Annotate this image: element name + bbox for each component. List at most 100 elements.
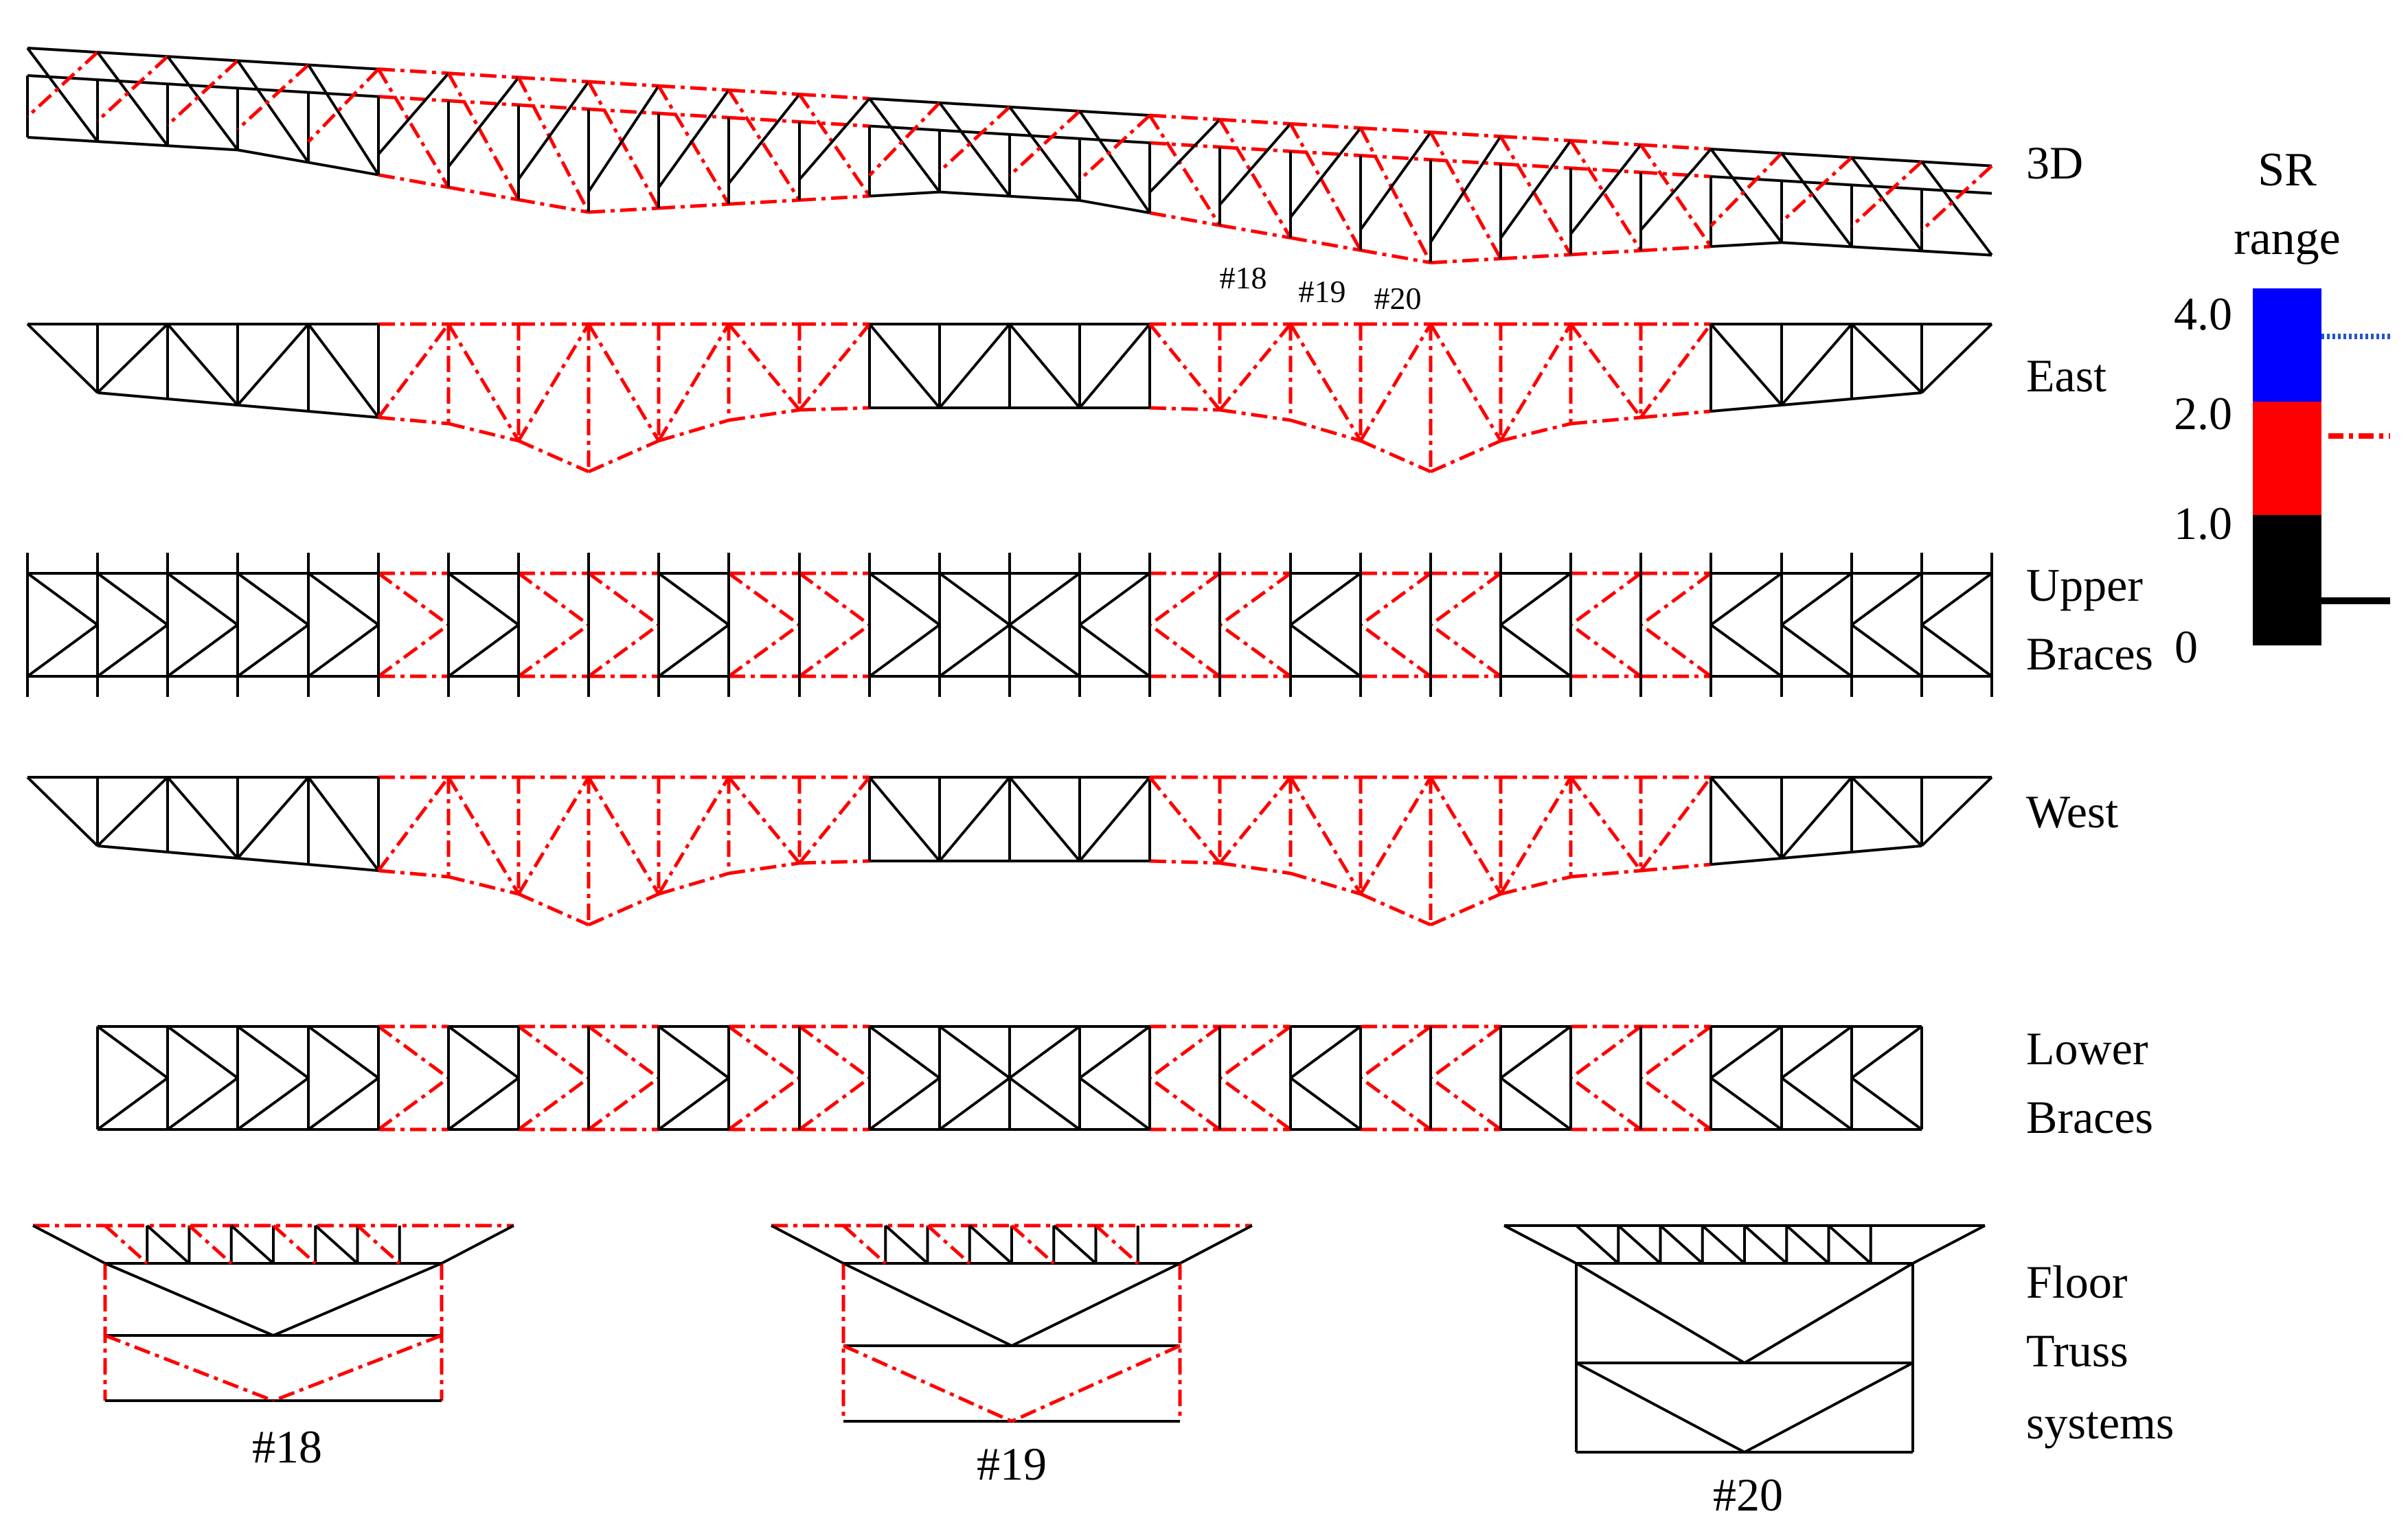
lower-brace (1078, 1077, 1151, 1131)
west-diagonal (1780, 776, 1853, 860)
3d-diagonal (446, 72, 521, 201)
upper-brace (1008, 623, 1081, 678)
west-diagonal (1639, 776, 1712, 872)
label-lower-braces-line1: Lower (2026, 1022, 2148, 1075)
upper-brace (166, 623, 239, 678)
3d-top-chord-far (27, 47, 98, 54)
upper-brace (1148, 571, 1221, 627)
3d-diagonal (1148, 118, 1221, 194)
east-diagonal (727, 323, 801, 411)
lower-brace (868, 1025, 941, 1079)
3d-diagonal (1499, 139, 1572, 239)
3d-bottom-chord (308, 161, 379, 176)
caption-section-20: #20 (1713, 1469, 1783, 1521)
3d-diagonal (1078, 110, 1151, 214)
west-bottom-chord (1290, 871, 1361, 896)
3d-top-chord-far (237, 59, 309, 67)
3d-diagonal (938, 102, 1011, 197)
label-floor-truss-line3: systems (2026, 1397, 2174, 1449)
floor-20-diagonal (1617, 1224, 1661, 1265)
lower-brace (1008, 1025, 1081, 1079)
3d-top-chord (728, 115, 800, 124)
upper-brace (1078, 623, 1151, 678)
3d-top-chord (1570, 166, 1642, 174)
upper-brace (868, 623, 941, 678)
east-diagonal (1429, 323, 1503, 442)
west-bottom-chord (1219, 861, 1291, 875)
west-diagonal (1710, 776, 1783, 860)
3d-diagonal (587, 80, 661, 209)
east-bottom-chord (1290, 418, 1361, 443)
floor-20-diagonal (1828, 1224, 1872, 1265)
3d-bottom-chord (1500, 253, 1571, 261)
west-end-diagonal (1920, 776, 1993, 847)
upper-brace (1499, 572, 1572, 626)
3d-top-chord (27, 74, 98, 82)
west-bottom-chord (1781, 851, 1852, 860)
lower-brace (657, 1077, 730, 1131)
lower-brace (1710, 1077, 1783, 1131)
marker-3d-18: #18 (1220, 260, 1267, 295)
legend-band-high (2253, 288, 2321, 402)
upper-brace (1008, 572, 1081, 626)
upper-brace (1780, 623, 1853, 678)
label-east: East (2026, 349, 2106, 402)
3d-bottom-chord (1219, 223, 1291, 240)
3d-diagonal (516, 76, 591, 214)
label-floor-truss-line1: Floor (2026, 1256, 2128, 1308)
upper-brace (517, 623, 590, 678)
3d-diagonal (236, 60, 310, 163)
floor-20-diagonal (1701, 1224, 1746, 1265)
east-bottom-chord (1359, 439, 1432, 474)
east-bottom-chord (799, 406, 870, 412)
west-diagonal (96, 776, 169, 847)
lower-brace (1289, 1077, 1362, 1131)
3d-diagonal (1850, 157, 1923, 252)
east-diagonal (868, 323, 941, 409)
floor-18-v-brace (104, 1262, 274, 1337)
upper-brace (307, 623, 380, 678)
floor-20-diagonal (1659, 1224, 1704, 1265)
legend-title-line1: SR (2258, 144, 2317, 196)
3d-bottom-chord (1149, 211, 1220, 227)
3d-bottom-chord (27, 136, 98, 144)
3d-top-chord (869, 124, 940, 132)
east-diagonal (516, 323, 591, 442)
lower-brace (1639, 1024, 1712, 1080)
floor-20-cantilever (1912, 1224, 1986, 1265)
upper-brace (377, 623, 450, 678)
3d-bottom-chord (799, 194, 870, 202)
lower-brace (1639, 1076, 1712, 1132)
3d-top-chord-far (869, 97, 940, 104)
lower-brace (1499, 1025, 1572, 1079)
east-bottom-chord (167, 398, 238, 406)
west-diagonal (1288, 776, 1363, 895)
upper-brace (657, 623, 730, 678)
legend-tick-0: 0 (2174, 621, 2198, 673)
east-diagonal (1499, 323, 1573, 442)
3d-top-chord-far (518, 76, 589, 84)
west-bottom-chord (587, 892, 660, 927)
3d-diagonal (1218, 123, 1292, 206)
3d-top-chord (308, 91, 379, 98)
3d-top-chord (1079, 137, 1150, 145)
east-diagonal (938, 323, 1011, 409)
3d-diagonal (1780, 152, 1853, 248)
lower-brace (1008, 1077, 1081, 1131)
floor-18-diagonal (272, 1224, 317, 1265)
east-diagonal (798, 323, 871, 411)
upper-brace (657, 572, 730, 626)
legend-band-medium (2253, 402, 2321, 515)
upper-brace (26, 572, 99, 626)
east-diagonal (1359, 323, 1433, 442)
floor-19-v-brace (1011, 1262, 1181, 1347)
legend-tick-2: 2.0 (2174, 387, 2232, 439)
3d-bottom-chord (1009, 194, 1080, 202)
floor-18-v-brace (104, 1333, 274, 1403)
3d-bottom-chord (1360, 248, 1431, 265)
lower-brace (1148, 1024, 1221, 1080)
floor-18-diagonal (230, 1224, 275, 1265)
east-diagonal (1710, 323, 1783, 406)
3d-diagonal (1008, 106, 1081, 202)
3d-diagonal (1429, 131, 1503, 260)
